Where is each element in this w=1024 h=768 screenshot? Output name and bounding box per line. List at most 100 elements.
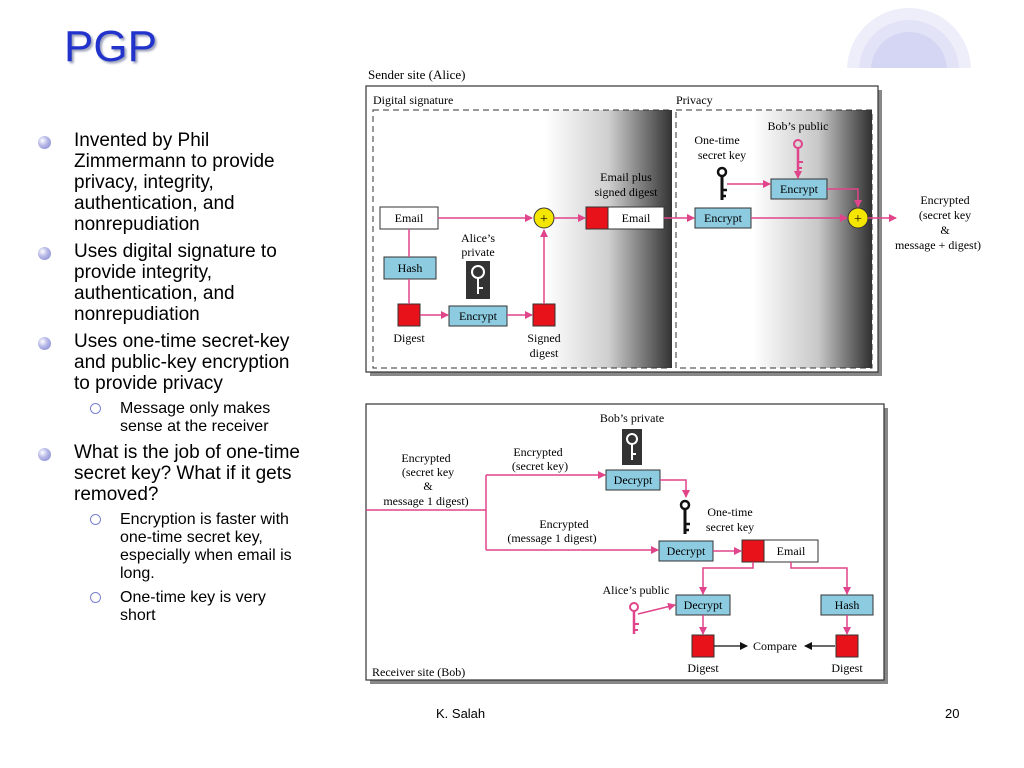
sender-diagram: Sender site (Alice) Digital signature Pr… <box>365 67 981 376</box>
receiver-hash-box: Hash <box>835 598 860 612</box>
sender-arrows <box>408 171 897 319</box>
receiver-digest-right-label: Digest <box>831 661 863 675</box>
sender-digest-label: Digest <box>393 331 425 345</box>
alice-private-label-1: Alice’s <box>461 231 495 245</box>
bullet-line: Zimmermann to provide <box>74 151 275 172</box>
bullet-line: Uses one-time secret-key <box>74 331 290 352</box>
footer-page-number: 20 <box>945 706 960 721</box>
receiver-digest-left-label: Digest <box>687 661 719 675</box>
decorative-circles <box>847 8 971 68</box>
encrypt-message-box: Encrypt <box>704 211 743 225</box>
bullet-dot-icon <box>38 448 51 461</box>
encrypt-key-box: Encrypt <box>780 182 819 196</box>
receiver-digest-right-square <box>835 634 859 658</box>
bullet-line: One-time key is very <box>120 589 266 606</box>
bullet-line: Uses digital signature to <box>74 241 277 262</box>
bullet-ring-icon <box>90 514 101 525</box>
bob-private-label: Bob’s private <box>600 411 664 425</box>
bullet-ring-icon <box>90 403 101 414</box>
bullet-ring-icon <box>90 592 101 603</box>
decrypt-message-box: Decrypt <box>667 544 706 558</box>
bullet-line: Invented by Phil <box>74 130 210 151</box>
bob-public-label: Bob’s public <box>767 119 828 133</box>
bullet-line: authentication, and <box>74 193 235 214</box>
one-time-key-icon <box>716 166 728 200</box>
one-time-key-label-1: One-time <box>694 133 739 147</box>
signed-digest-square <box>532 303 556 327</box>
privacy-section <box>675 109 873 369</box>
digital-signature-label: Digital signature <box>373 93 453 107</box>
bullet-dot-icon <box>38 247 51 260</box>
bob-public-key-icon <box>793 139 803 172</box>
receiver-email-box: Email <box>777 544 806 558</box>
enc-key-label-2: (secret key) <box>512 459 568 473</box>
decrypt-key-box: Decrypt <box>614 473 653 487</box>
sender-output-label-1: Encrypted <box>920 193 969 207</box>
bob-private-key-icon <box>622 429 642 465</box>
enc-key-label-1: Encrypted <box>513 445 562 459</box>
bullet-line: provide integrity, <box>74 262 212 283</box>
bullet-line: nonrepudiation <box>74 304 200 325</box>
receiver-digest-left-square <box>691 634 715 658</box>
bullet-line: and public-key encryption <box>74 352 290 373</box>
receiver-input-label-4: message 1 digest) <box>383 494 468 508</box>
bullet-line: especially when email is <box>120 547 292 564</box>
bullet-line: long. <box>120 565 155 582</box>
sender-email-box: Email <box>395 211 424 225</box>
sender-digest-square <box>397 303 421 327</box>
receiver-input-label-1: Encrypted <box>401 451 450 465</box>
email-signed-box: Email <box>622 211 651 225</box>
sender-output-label-3: & <box>940 223 950 237</box>
bullet-line: Encryption is faster with <box>120 511 289 528</box>
bullet-dot-icon <box>38 337 51 350</box>
privacy-label: Privacy <box>676 93 713 107</box>
bullet-line: nonrepudiation <box>74 214 200 235</box>
slide-title: PGP <box>64 22 157 71</box>
signed-digest-label-1: Signed <box>527 331 560 345</box>
bullet-line: authentication, and <box>74 283 235 304</box>
alice-public-key-icon <box>629 602 639 634</box>
bullet-line: Message only makes <box>120 400 271 417</box>
bullet-line: removed? <box>74 484 159 505</box>
bullet-line: sense at the receiver <box>120 418 269 435</box>
compare-label: Compare <box>753 639 797 653</box>
bullet-dot-icon <box>38 136 51 149</box>
one-time-key-label-2: secret key <box>698 148 746 162</box>
alice-private-key-icon <box>466 261 490 299</box>
receiver-digest-square <box>741 539 765 563</box>
sender-output-label-4: message + digest) <box>895 238 981 252</box>
receiver-one-time-label-1: One-time <box>707 505 752 519</box>
receiver-one-time-key-icon <box>679 499 691 534</box>
alice-private-label-2: private <box>461 245 494 259</box>
footer-author: K. Salah <box>436 706 486 721</box>
sender-encrypt-signature-box: Encrypt <box>459 309 498 323</box>
bullet-line: one-time secret key, <box>120 529 263 546</box>
bullet-line: What is the job of one-time <box>74 442 300 463</box>
email-plus-label-1: Email plus <box>600 170 652 184</box>
email-signed-square <box>585 206 609 230</box>
bullet-line: short <box>120 607 156 624</box>
receiver-arrows <box>366 471 851 635</box>
alice-public-label: Alice’s public <box>603 583 670 597</box>
sender-output-label-2: (secret key <box>919 208 971 222</box>
signed-digest-label-2: digest <box>530 346 559 360</box>
receiver-input-label-2: (secret key <box>402 465 454 479</box>
digital-signature-section <box>372 109 672 369</box>
receiver-one-time-label-2: secret key <box>706 520 754 534</box>
email-plus-label-2: signed digest <box>595 185 659 199</box>
bullet-line: privacy, integrity, <box>74 172 214 193</box>
bullet-line: secret key? What if it gets <box>74 463 292 484</box>
receiver-site-label: Receiver site (Bob) <box>372 665 465 679</box>
sender-hash-box: Hash <box>398 261 423 275</box>
plus-1-symbol: + <box>540 212 548 227</box>
bullet-line: to provide privacy <box>74 373 223 394</box>
enc-msg-label-1: Encrypted <box>539 517 588 531</box>
enc-msg-label-2: (message 1 digest) <box>507 531 596 545</box>
